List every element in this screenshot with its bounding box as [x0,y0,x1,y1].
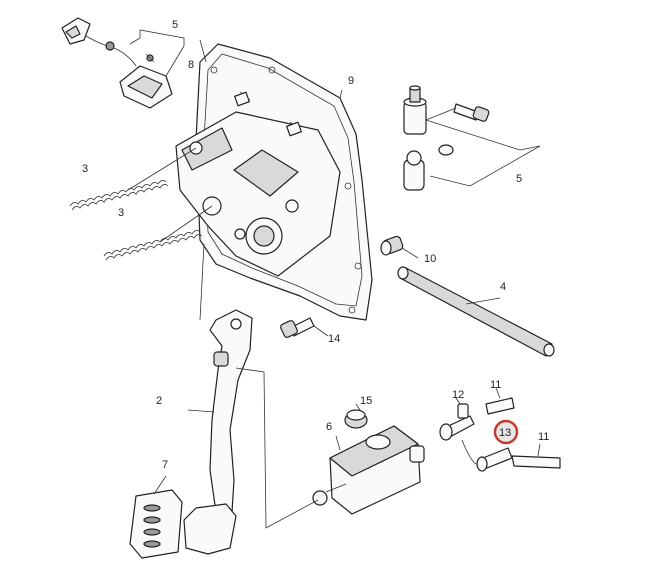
pivot-bushings-and-screw [403,85,490,191]
callout-8: 8 [188,59,194,71]
return-spring-lower [103,230,203,261]
callout-12: 12 [452,389,464,401]
callout-13: 13 [499,427,511,439]
callout-2: 2 [156,395,162,407]
pedal-box-housing [175,43,373,321]
clutch-pedal-arm [183,309,253,555]
pivot-shaft [397,266,555,357]
bushing [380,235,404,256]
callout-7: 7 [162,459,168,471]
highlight-ring [493,419,519,445]
callout-10: 10 [424,253,436,265]
master-cylinder [312,425,425,515]
switch-sensor-with-cable [61,17,173,109]
callout-15: 15 [360,395,372,407]
callout-13-highlighted[interactable]: 13 [493,419,519,445]
mounting-bolt [280,317,315,338]
reservoir-cap [344,409,368,429]
callout-11-upper: 11 [490,379,501,391]
callout-5-right: 5 [516,173,522,185]
hose-connector-upper [439,397,515,441]
callout-5-top: 5 [172,19,178,31]
callout-11-lower: 11 [538,431,549,443]
callout-4: 4 [500,281,506,293]
pedal-pad-rubber [129,489,183,559]
callout-3-lower: 3 [118,207,124,219]
callout-9: 9 [348,75,354,87]
hose-connector-lower [461,439,561,472]
callout-14: 14 [328,333,340,345]
leader-lines [127,29,541,529]
callout-3-upper: 3 [82,163,88,175]
callout-6: 6 [326,421,332,433]
return-spring-upper [69,180,169,211]
